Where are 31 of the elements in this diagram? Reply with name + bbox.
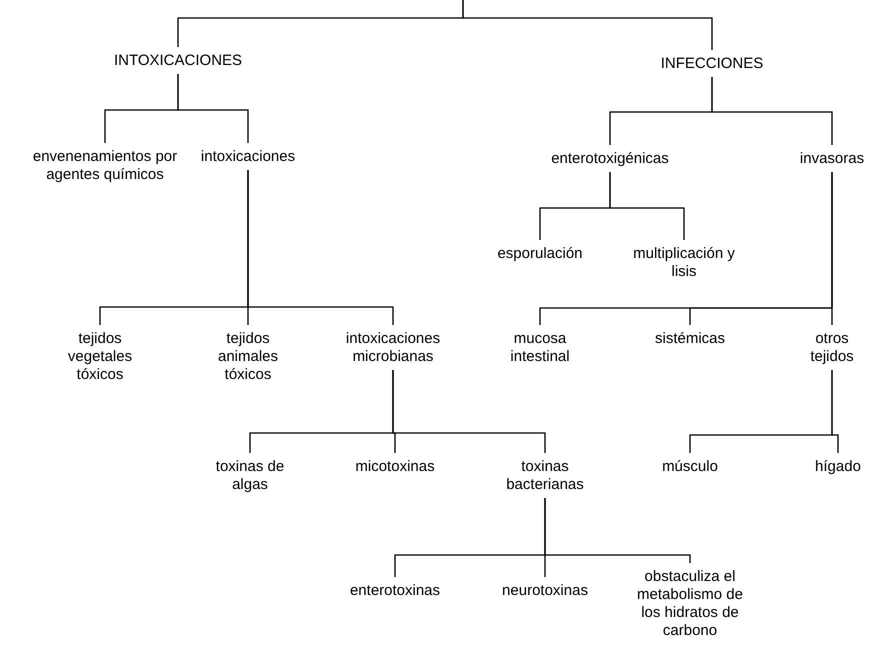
node-label: toxinas bacterianas: [505, 458, 585, 494]
node-label: neurotoxinas: [501, 582, 589, 600]
node-label: toxinas de algas: [214, 458, 286, 494]
node-label: tejidos vegetales tóxicos: [66, 330, 134, 384]
tree-connector: [609, 172, 685, 240]
tree-connector: [831, 172, 833, 325]
tree-connector: [544, 498, 691, 563]
node-label: obstaculiza el metabolismo de los hidratos de carbono: [636, 568, 744, 640]
tree-connector: [831, 370, 839, 453]
node-label: micotoxinas: [354, 458, 436, 476]
node-label: INFECCIONES: [660, 55, 764, 73]
node-label: envenenamientos por agentes químicos: [32, 148, 178, 184]
node-label: esporulación: [496, 245, 584, 263]
node-label: invasoras: [798, 150, 866, 168]
node-label: hígado: [814, 458, 862, 476]
node-label: enterotoxigénicas: [550, 150, 670, 168]
tree-connector: [392, 370, 546, 453]
tree-connector: [711, 77, 833, 145]
node-label: enterotoxinas: [348, 582, 442, 600]
tree-connector: [462, 0, 713, 50]
node-label: otros tejidos: [809, 330, 855, 366]
node-label: multiplicación y lisis: [632, 245, 736, 281]
node-label: INTOXICACIONES: [112, 52, 244, 70]
node-label: músculo: [661, 458, 719, 476]
tree-connector: [247, 170, 394, 325]
node-label: intoxicaciones: [200, 148, 296, 166]
node-label: intoxicaciones microbianas: [344, 330, 442, 366]
node-label: sistémicas: [654, 330, 726, 348]
node-label: tejidos animales tóxicos: [216, 330, 280, 384]
node-label: mucosa intestinal: [509, 330, 571, 366]
tree-connector: [177, 74, 249, 143]
